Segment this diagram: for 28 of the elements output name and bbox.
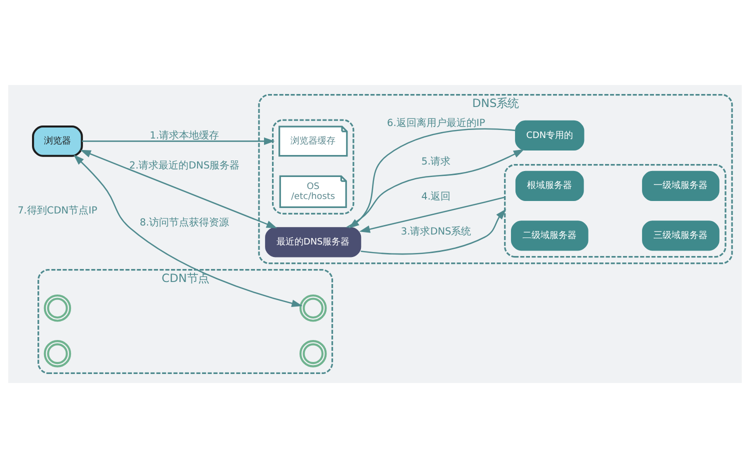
arrow (348, 128, 516, 229)
node-picture (299, 340, 327, 368)
cluster (504, 164, 726, 258)
arrow (346, 149, 524, 228)
arrow (80, 150, 278, 228)
cluster (272, 119, 354, 214)
edge-label: 6.返回离用户最近的IP (387, 118, 486, 130)
node-box: 二级域服务器 (510, 220, 588, 251)
node-box: 根域服务器 (515, 170, 584, 202)
node-box: 浏览器 (32, 126, 83, 157)
edge-label: 1.请求本地缓存 (150, 130, 220, 142)
node-picture (44, 340, 72, 368)
arrow (360, 208, 506, 255)
node-box: 一级域服务器 (642, 170, 720, 202)
label: 7.得到CDN节点IP (18, 206, 98, 217)
arrow (359, 196, 506, 233)
edge-label: 3.请求DNS系统 (400, 226, 472, 238)
edge-label: 4.返回 (421, 191, 451, 202)
node-box: 最近的DNS服务器 (265, 227, 362, 258)
edge-label: 8.访问节点获得资源 (140, 218, 230, 229)
node-picture (44, 294, 72, 322)
arrow (73, 154, 302, 308)
node-box: CDN专用的 (515, 120, 584, 151)
node-box: 三级域服务器 (642, 220, 720, 251)
edge-label: 5.请求 (421, 156, 451, 168)
arrow (82, 137, 275, 145)
edge-label: 2.请求最近的DNS服务器 (129, 160, 240, 172)
node-picture (299, 294, 327, 322)
